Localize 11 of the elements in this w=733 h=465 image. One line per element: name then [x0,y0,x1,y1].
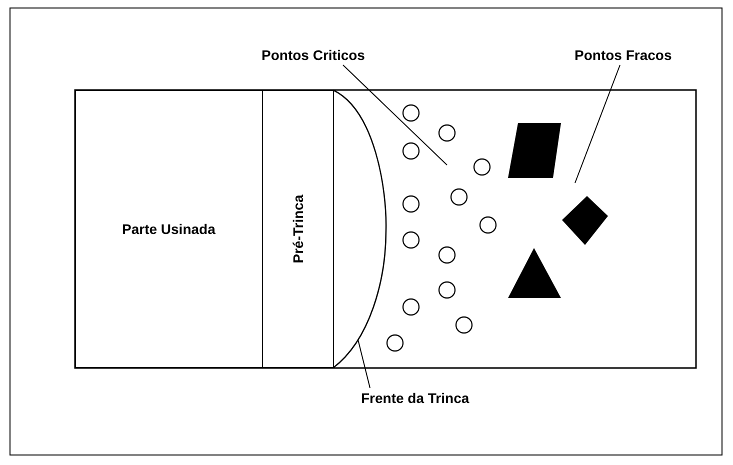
region-label: Parte Usinada [122,220,216,236]
leader-line [342,64,448,166]
leader-line [358,339,370,388]
leader-line [574,64,620,184]
callout-label: Pontos Criticos [262,47,365,63]
region-label: Pré-Trinca [290,194,306,263]
crack-front-curve [332,89,387,368]
region-box [262,90,334,368]
callout-label: Pontos Fracos [574,47,672,63]
callout-label: Frente da Trinca [361,390,470,406]
region-box [75,90,263,368]
